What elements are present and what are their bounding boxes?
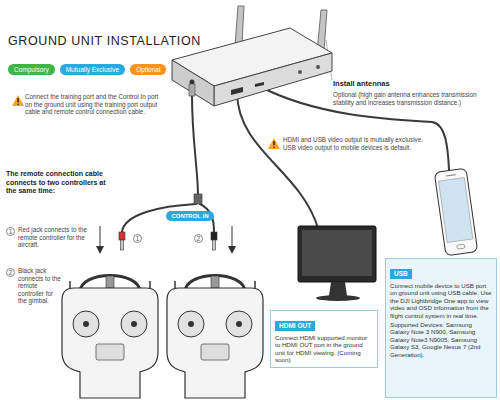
jack-tip [121,240,124,250]
monitor-frame [298,226,376,282]
stick-gimbal [73,311,99,337]
box-text: Supported Devices: Samsung Galaxy Note 3… [390,321,492,358]
legend-swatch: Mutually Exclusive [60,64,125,75]
insert-arrows [96,226,236,254]
cable-splitter [194,194,202,204]
warning-note: Connect the training port and the Contro… [25,93,165,116]
hdmi-monitor [298,226,376,301]
warning-icon [12,95,24,106]
stick-gimbal [121,311,147,337]
box-text: CONTROL IN [169,212,211,220]
black-jack [211,232,217,250]
jack-plug [189,84,195,96]
stick [83,321,89,327]
connector-tag: CONTROL IN [166,211,214,221]
unit-front [214,53,332,106]
port-callout: USB Connect mobile device to USB port on … [385,258,497,398]
callout-number: 1 [133,234,142,243]
stick [188,321,194,327]
warning-mark [17,98,18,103]
step-text: Black jack connects to the remote contro… [18,267,62,305]
port-callout: HDMI OUT Connect HDMI supported monitor t… [270,310,378,368]
antenna [235,6,244,46]
hdmi-cable [237,93,318,228]
button [316,65,320,69]
mobile-device [434,168,477,256]
phone-body [434,168,477,256]
arrow-head [228,246,236,254]
monitor-neck [329,282,347,296]
warning-note: HDMI and USB video output is mutually ex… [283,136,433,151]
controller-body [167,288,263,398]
arrow-shaft [100,226,101,248]
step-text: Red jack connects to the remote controll… [18,226,88,249]
stick [236,321,242,327]
controller-display [201,344,229,360]
legend-swatch: Optional [130,64,166,75]
remote-controller [62,276,158,399]
trainer-port [211,276,219,288]
legend-swatch: Compulsory [8,64,55,75]
callout-number: 2 [194,234,203,243]
red-jack [119,232,125,250]
button [298,70,302,74]
callout-heading: Install antennas [333,80,493,89]
box-heading: USB [390,269,412,279]
control-cable [192,96,198,196]
jack-body [211,232,217,240]
monitor-base [316,295,360,301]
arrow-shaft [232,226,233,248]
diagram-title: GROUND UNIT INSTALLATION [8,34,201,48]
box-heading: HDMI OUT [275,321,315,331]
remote-controller [167,276,263,399]
stick-gimbal [178,311,204,337]
jack-body [119,232,125,240]
legend-text: Mutually Exclusive [66,66,119,73]
switch [174,281,176,288]
monitor-screen [302,230,372,276]
usb-port [255,82,264,87]
cables [122,86,449,232]
switch [69,281,71,288]
stick-gimbal [226,311,252,337]
jack-tip [213,240,216,250]
instruction-heading: The remote connection cable connects to … [6,170,106,196]
warning-dot [17,103,19,105]
switch [254,281,256,288]
switch [149,281,151,288]
unit-side [172,60,214,106]
warning-triangle [268,138,280,149]
legend-text: Optional [136,66,160,73]
home-button [457,244,465,249]
warning-dot [273,146,275,148]
step-number: 1 [6,227,15,236]
controller-display [96,344,124,360]
controller-body [62,288,158,398]
trainer-port [106,276,114,288]
hdmi-port [231,87,243,95]
warning-icon [268,138,280,149]
legend-text: Compulsory [14,66,49,73]
callout-text: Optional (high gain antenna enhances tra… [333,91,495,106]
legend: Compulsory Mutually Exclusive Optional [8,64,166,75]
arrow-head [96,246,104,254]
speaker [446,175,456,176]
box-text: Connect HDMI supported monitor to HDMI O… [275,334,373,364]
warning-mark [273,141,274,146]
stick [131,321,137,327]
step-number: 2 [6,268,15,277]
warning-triangle [12,95,24,106]
box-text: Connect mobile device to USB port on gro… [390,282,492,319]
phone-screen [439,178,473,243]
